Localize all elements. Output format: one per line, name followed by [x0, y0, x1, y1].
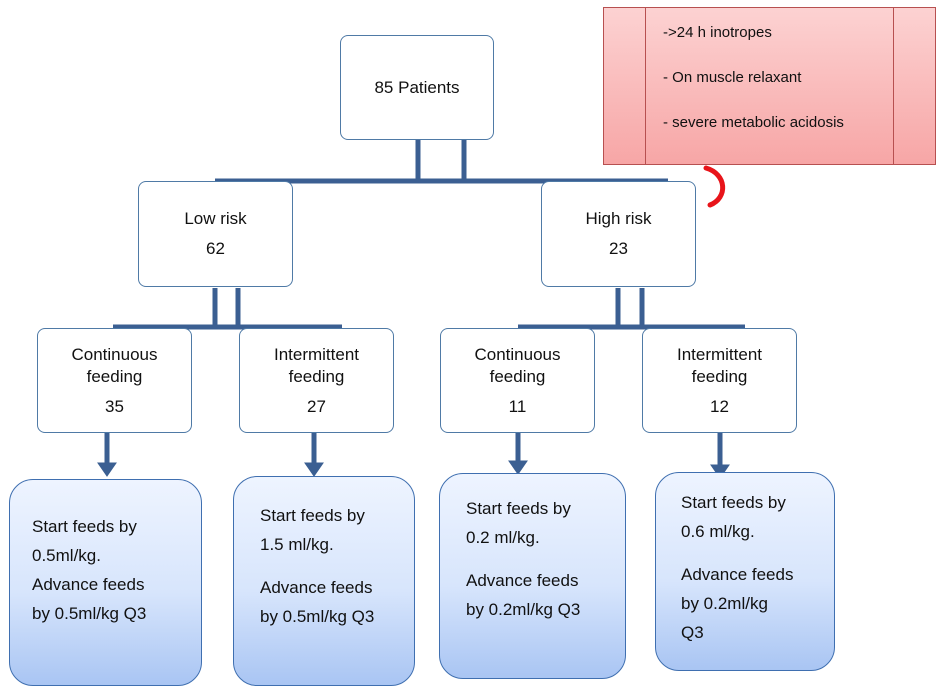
protocol-advance-line1: Advance feeds	[260, 578, 373, 597]
protocol-advance-line2: by 0.2ml/kg Q3	[466, 600, 581, 619]
protocol-box: Start feeds by 0.6 ml/kg. Advance feeds …	[655, 472, 835, 671]
low-risk-node: Low risk 62	[138, 181, 293, 287]
protocol-box: Start feeds by 0.5ml/kg. Advance feeds b…	[9, 479, 202, 686]
protocol-advance-line1: Advance feeds	[681, 565, 794, 584]
protocol-advance-line2: by 0.5ml/kg Q3	[32, 604, 147, 623]
curved-arrow-icon	[703, 165, 726, 208]
arrow-head-2	[304, 462, 324, 477]
high-risk-count: 23	[609, 239, 628, 258]
group-label-line2: feeding	[288, 366, 345, 386]
group-label-line2: feeding	[489, 366, 546, 386]
protocol-start-line1: Start feeds by	[681, 493, 786, 512]
low-risk-label: Low risk	[184, 209, 247, 228]
protocol-start-line1: Start feeds by	[466, 499, 571, 518]
protocol-advance-line3: Q3	[681, 623, 704, 642]
protocol-start-line2: 0.6 ml/kg.	[681, 522, 755, 541]
group-node: Continuous feeding 35	[37, 328, 192, 433]
group-label-line1: Continuous	[71, 344, 158, 364]
group-node: Intermittent feeding 27	[239, 328, 394, 433]
arrow-head-1	[97, 462, 117, 477]
group-node: Continuous feeding 11	[440, 328, 595, 433]
criteria-item: - severe metabolic acidosis	[663, 114, 844, 131]
protocol-box: Start feeds by 0.2 ml/kg. Advance feeds …	[439, 473, 626, 679]
protocol-start-line2: 0.5ml/kg.	[32, 546, 101, 565]
group-label-line1: Intermittent	[676, 344, 763, 364]
group-label-line1: Continuous	[474, 344, 561, 364]
group-count: 35	[105, 396, 124, 416]
criteria-item: - On muscle relaxant	[663, 69, 802, 86]
arrow-head-4	[710, 464, 730, 479]
high-risk-criteria-box: ->24 h inotropes - On muscle relaxant - …	[603, 7, 936, 165]
group-label-line2: feeding	[86, 366, 143, 386]
protocol-advance-line1: Advance feeds	[32, 575, 145, 594]
group-label-line1: Intermittent	[273, 344, 360, 364]
arrow-head-3	[508, 460, 528, 475]
protocol-start-line1: Start feeds by	[32, 517, 137, 536]
criteria-right-rule	[893, 8, 894, 164]
group-node: Intermittent feeding 12	[642, 328, 797, 433]
protocol-advance-line1: Advance feeds	[466, 571, 579, 590]
group-label-line2: feeding	[691, 366, 748, 386]
group-count: 11	[508, 396, 527, 416]
protocol-start-line1: Start feeds by	[260, 506, 365, 525]
low-risk-count: 62	[206, 239, 225, 258]
group-count: 27	[307, 396, 326, 416]
protocol-start-line2: 0.2 ml/kg.	[466, 528, 540, 547]
group-count: 12	[710, 396, 729, 416]
protocol-advance-line2: by 0.5ml/kg Q3	[260, 607, 375, 626]
criteria-left-rule	[645, 8, 646, 164]
criteria-item: ->24 h inotropes	[663, 24, 772, 41]
high-risk-label: High risk	[585, 209, 652, 228]
protocol-advance-line2: by 0.2ml/kg	[681, 594, 768, 613]
protocol-start-line2: 1.5 ml/kg.	[260, 535, 334, 554]
root-label: 85 Patients	[374, 77, 460, 97]
protocol-box: Start feeds by 1.5 ml/kg. Advance feeds …	[233, 476, 415, 686]
root-node: 85 Patients	[340, 35, 494, 140]
high-risk-node: High risk 23	[541, 181, 696, 287]
